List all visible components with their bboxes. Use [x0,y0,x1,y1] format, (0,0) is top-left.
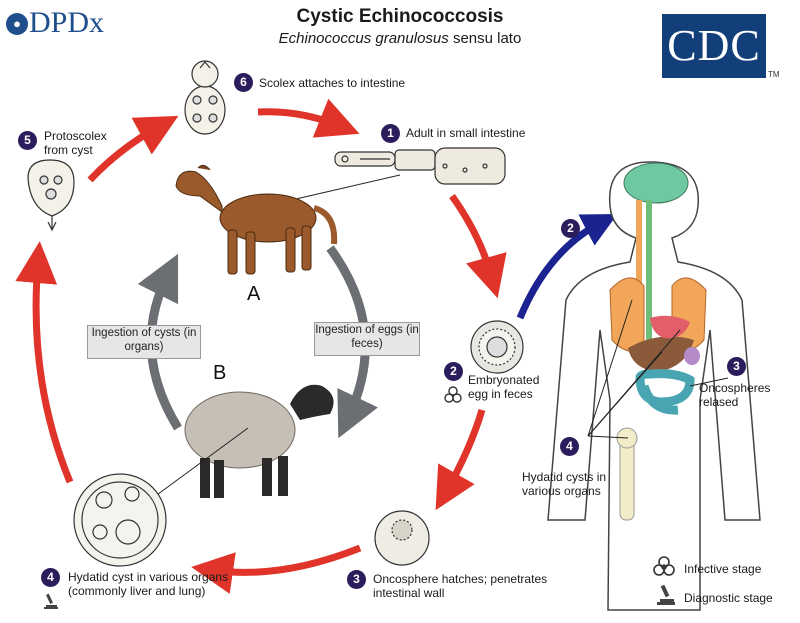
stage-2-label: Embryonated egg in feces [468,373,540,401]
dog-illustration [175,164,338,275]
human-stage-3-label: Oncospheres relased [699,381,771,409]
stage-3-label: Oncosphere hatches; penetrates intestina… [373,572,548,600]
cdc-logo: CDC [662,14,766,78]
egg-illustration [470,320,524,374]
subtitle-suffix: sensu lato [452,30,522,47]
human-stage-4-label: Hydatid cysts in various organs [522,470,607,498]
cdc-trademark: TM [768,70,780,79]
stage-1-badge: 1 [381,124,400,143]
human-figure-illustration [547,161,761,611]
human-stage-3-badge: 3 [727,357,746,376]
host-a-label: A [247,283,261,305]
sheep-pointer-line [149,427,249,501]
adult-worm-illustration [334,147,506,185]
host-b-label: B [213,362,227,384]
arrow-3-to-4 [191,544,362,594]
legend-infective: Infective stage [684,562,762,576]
stage-4-badge: 4 [41,568,60,587]
arrow-1-to-2 [449,193,507,299]
arrow-6-to-1 [257,98,360,138]
stage-1-label: Adult in small intestine [406,126,526,140]
inline-biohazard-icon [444,386,462,403]
biohazard-icon [653,556,675,576]
human-stage-4-badge: 4 [560,437,579,456]
inline-microscope-icon [44,593,58,609]
human-stage-2-badge: 2 [561,219,580,238]
stage-4-label: Hydatid cyst in various organs (commonly… [68,570,229,598]
dpdx-drop-icon: ● [6,13,28,35]
hydatid-pointer-lines [587,299,729,439]
red-cycle-arrows [15,98,507,594]
stage-6-badge: 6 [234,73,253,92]
legend-diagnostic: Diagnostic stage [684,591,773,605]
ingestion-cysts-box: Ingestion of cysts (in organs) [87,325,201,359]
stage-6-label: Scolex attaches to intestine [259,76,406,90]
stage-3-badge: 3 [347,570,366,589]
hydatid-cyst-illustration [73,473,167,567]
oncosphere-illustration [374,510,430,566]
ingestion-eggs-text: Ingestion of eggs (in feces) [315,324,419,350]
diagram-title: Cystic Echinococcosis [296,6,504,27]
arrow-4-to-5 [15,241,74,484]
protoscolex-illustration [27,159,75,232]
subtitle-species: Echinococcus granulosus [278,30,449,47]
stage-5-label: Protoscolex from cyst [44,129,107,157]
stage-2-badge: 2 [444,362,463,381]
sheep-illustration [184,384,334,498]
diagram-subtitle: Echinococcus granulosus sensu lato [0,30,800,47]
stage-5-badge: 5 [18,131,37,150]
dpdx-logo: ●DPDx [6,6,104,40]
microscope-icon [657,584,675,605]
blue-arrow-to-human [516,213,618,320]
ingestion-eggs-box: Ingestion of eggs (in feces) [314,322,420,356]
arrow-2-to-3 [435,408,486,511]
arrow-5-to-6 [87,115,179,183]
scolex-illustration [184,60,226,135]
dpdx-logo-text: DPDx [29,6,105,39]
ingestion-cysts-text: Ingestion of cysts (in organs) [91,327,197,353]
